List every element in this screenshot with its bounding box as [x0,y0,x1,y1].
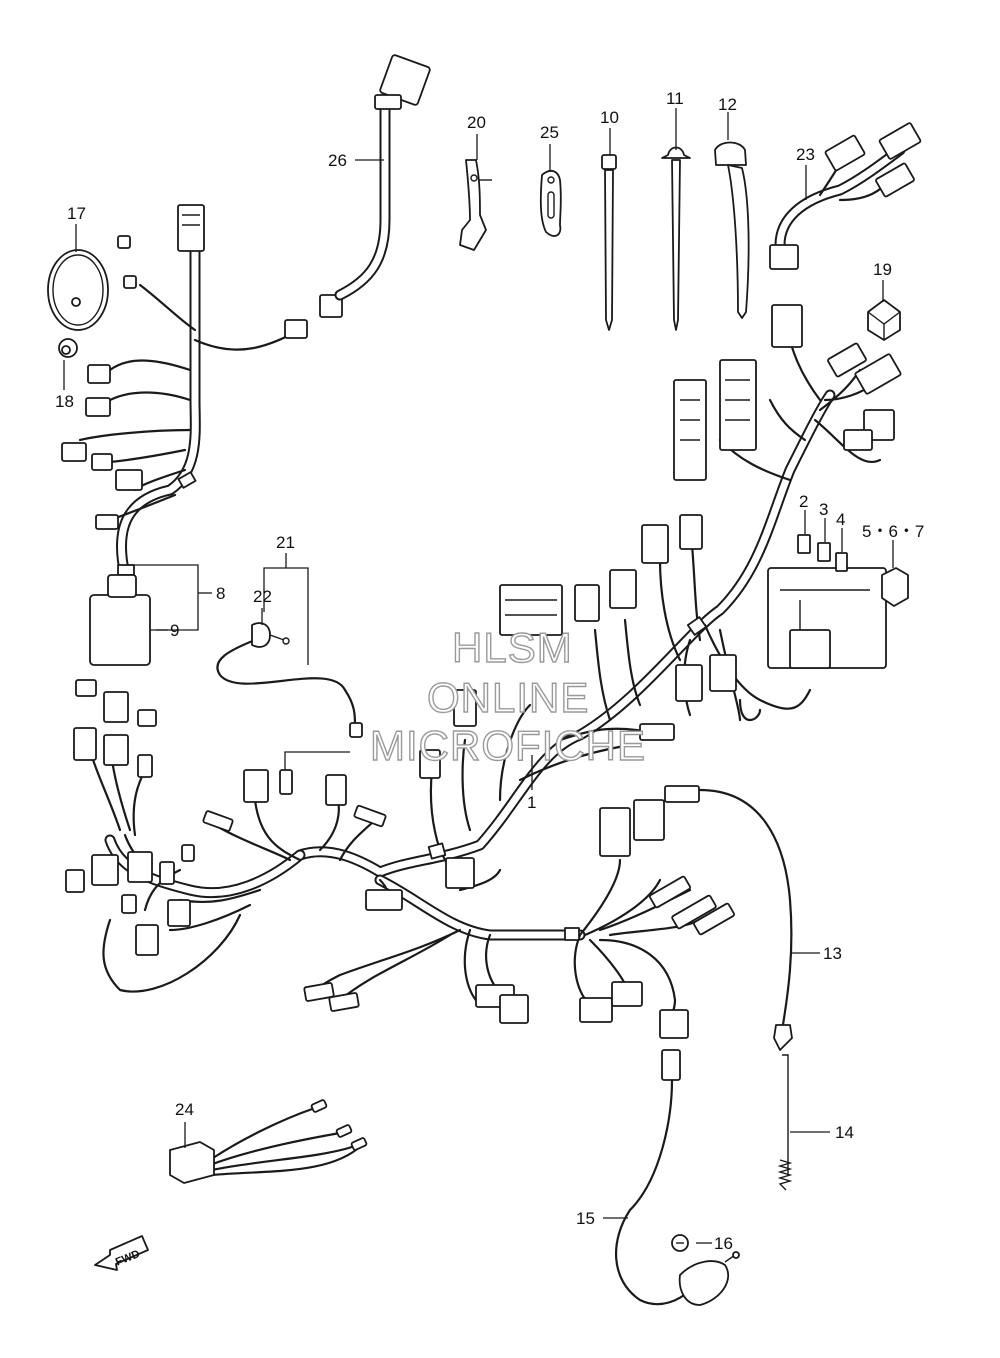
part-16-screw [671,1234,689,1252]
callout-21: 21 [276,533,295,552]
part-19-relay [867,299,901,341]
part-18-bolt [58,338,78,358]
callout-2: 2 [799,492,808,511]
part-25-strap [539,169,562,237]
part-26-switch-lead [334,54,431,301]
leader-lines [63,108,894,1244]
callout-8: 8 [216,584,225,603]
callout-3: 3 [819,500,828,519]
forward-direction-arrow: FWD [94,1235,149,1271]
watermark-line-3: MICROFICHE [370,722,646,769]
callout-13: 13 [823,944,842,963]
callout-9: 9 [170,621,179,640]
part-8-9-unit [107,574,137,598]
watermark-line-1: HLSM [452,624,573,671]
callout-26: 26 [328,151,347,170]
part-5-6-7-relay [881,567,909,607]
part-2-fuse [797,534,811,554]
part-17-horn [47,235,137,331]
part-12-tie-band [714,141,750,319]
callout-15: 15 [576,1209,595,1228]
part-11-clip-tie [661,146,691,331]
callout-11: 11 [666,89,684,108]
part-13-switch-lead [698,788,793,1051]
watermark-line-2: ONLINE [427,674,589,721]
callout-23: 23 [796,145,815,164]
main-wiring-harness [78,234,882,1027]
part-10-cable-tie [601,154,617,331]
callout-14: 14 [835,1123,854,1142]
callout-17: 17 [67,204,86,223]
callout-19: 19 [873,260,892,279]
callout-22: 22 [253,587,272,606]
callout-24: 24 [175,1100,194,1119]
part-15-sensor-lead [614,1049,740,1306]
tape-wraps [117,471,708,941]
part-3-fuse [817,542,831,562]
callout-25: 25 [540,123,559,142]
part-4-fuse [835,552,848,572]
callout-16: 16 [714,1234,733,1253]
callout-18: 18 [55,392,74,411]
callout-10: 10 [600,108,619,127]
callout-1: 1 [527,793,536,812]
part-23-lead [769,122,922,270]
part-24-lead [169,1099,368,1184]
callout-20: 20 [467,113,486,132]
part-21-22-sensor [216,622,363,738]
harness-connectors [61,204,902,1039]
callout-4: 4 [836,510,845,529]
part-14-spring [777,1054,793,1191]
callout-labels: 1 2 3 4 5・6・7 8 9 10 11 12 13 14 15 16 1… [55,89,924,1253]
callout-5-6-7: 5・6・7 [862,522,924,541]
callout-12: 12 [718,95,737,114]
watermark: HLSM ONLINE MICROFICHE [369,623,646,769]
part-20-clamp [459,159,492,251]
